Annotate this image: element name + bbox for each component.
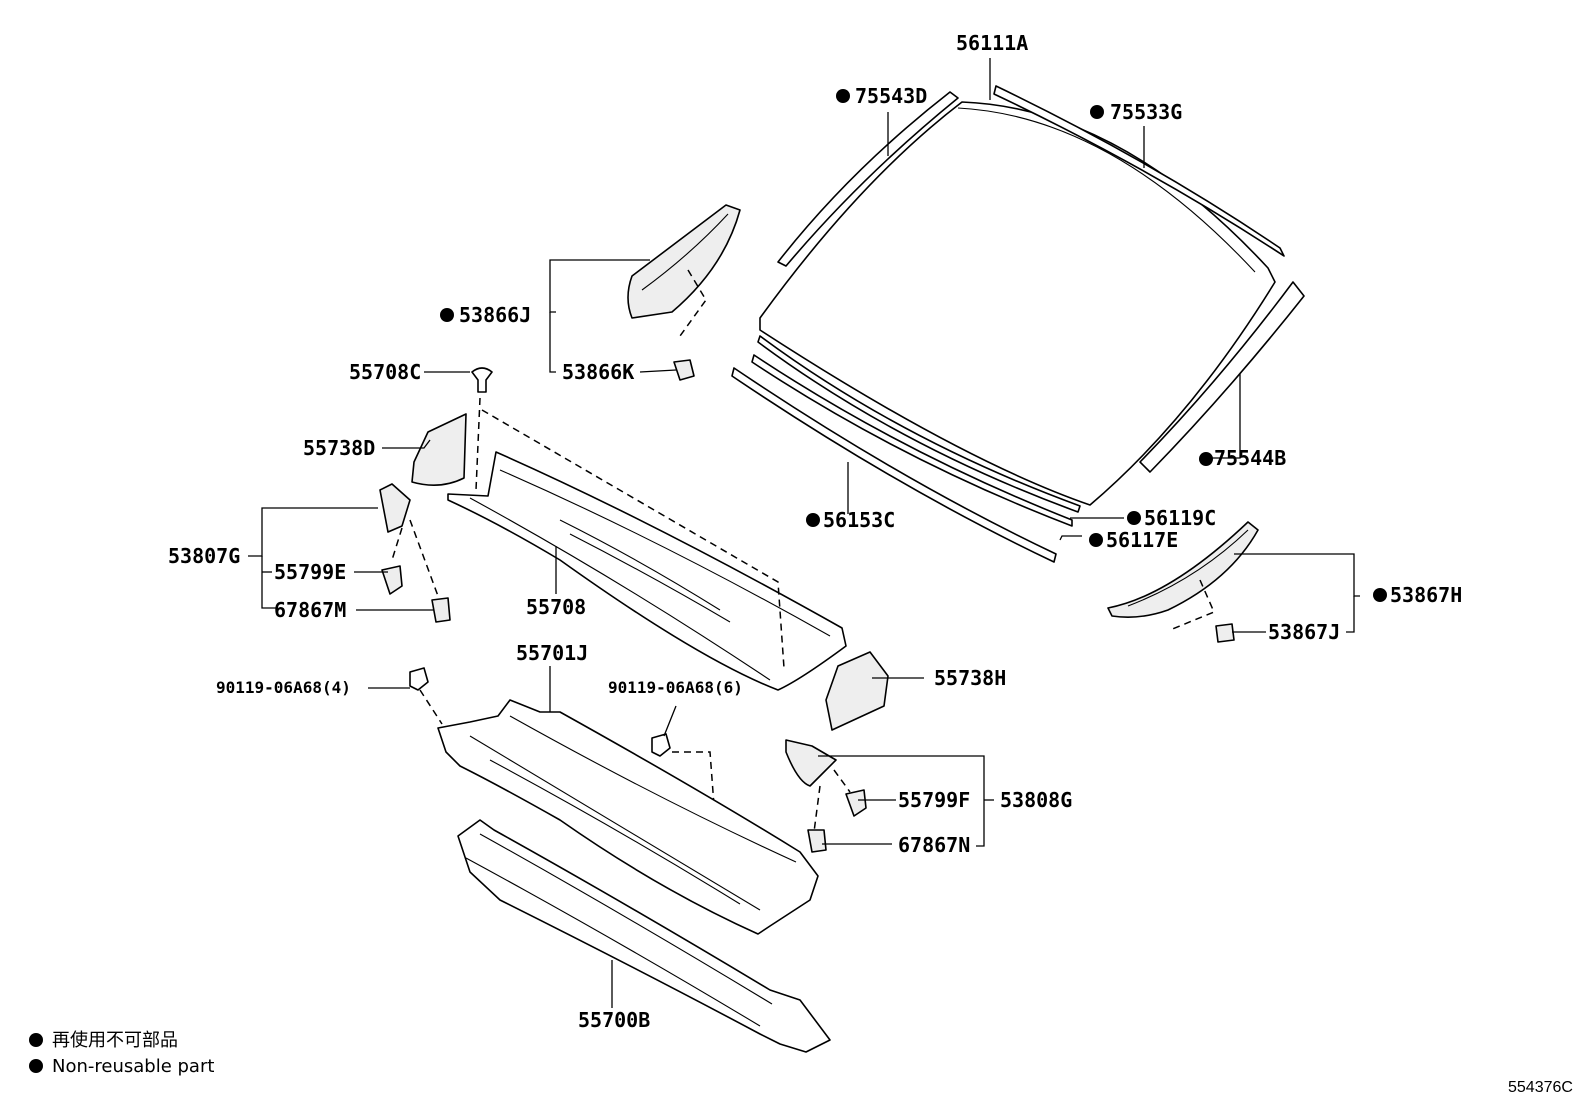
clip-55799E — [381, 565, 403, 595]
pillar-cover-53866J — [627, 204, 741, 337]
seal-56119C — [751, 354, 1073, 527]
cowl-top-55708 — [447, 451, 847, 691]
label-67867M: 67867M — [274, 598, 346, 622]
label-53867H: 53867H — [1390, 583, 1462, 607]
cowl-brace-55700B — [457, 819, 831, 1053]
clip-67867M — [431, 597, 451, 623]
seal-56117E — [757, 335, 1081, 513]
molding-75544B — [1139, 281, 1305, 473]
label-55708: 55708 — [526, 595, 586, 619]
bracket-53807G — [379, 483, 439, 597]
label-56111A: 56111A — [956, 31, 1028, 55]
label-55738H: 55738H — [934, 666, 1006, 690]
legend-japanese: 再使用不可部品 — [52, 1030, 178, 1051]
label-90119-06A68-6: 90119-06A68(6) — [608, 678, 743, 697]
seal-55738D — [411, 413, 467, 486]
label-53808G: 53808G — [1000, 788, 1072, 812]
clip-53867J — [1215, 623, 1235, 643]
non-reusable-markers — [29, 89, 1387, 1073]
seal-55738H — [825, 651, 889, 731]
clip-67867N — [807, 829, 827, 853]
legend: 再使用不可部品 Non-reusable part — [52, 1030, 214, 1077]
legend-english: Non-reusable part — [52, 1056, 214, 1077]
clip-53866K — [673, 359, 695, 381]
bracket-53808G — [785, 739, 851, 833]
label-53807G: 53807G — [168, 544, 240, 568]
label-53866J: 53866J — [459, 303, 531, 327]
dam-56153C — [731, 367, 1057, 563]
label-75533G: 75533G — [1110, 100, 1182, 124]
label-53866K: 53866K — [562, 360, 634, 384]
diagram-code: 554376C — [1508, 1079, 1573, 1096]
clip-55708C — [471, 367, 785, 669]
label-55799E: 55799E — [274, 560, 346, 584]
label-55738D: 55738D — [303, 436, 375, 460]
bolt-90119-4 — [409, 667, 443, 725]
label-55799F: 55799F — [898, 788, 970, 812]
label-53867J: 53867J — [1268, 620, 1340, 644]
label-56117E: 56117E — [1106, 528, 1178, 552]
label-56119C: 56119C — [1144, 506, 1216, 530]
pillar-cover-53867H — [1107, 521, 1259, 631]
part-labels: 56111A 75543D 75533G 53866J 53866K 55708… — [168, 31, 1462, 1032]
bolt-90119-6 — [651, 733, 717, 833]
label-67867N: 67867N — [898, 833, 970, 857]
molding-75533G — [993, 85, 1285, 257]
label-55701J: 55701J — [516, 641, 588, 665]
cowl-panel-55701J — [437, 699, 819, 935]
label-75543D: 75543D — [855, 84, 927, 108]
molding-75543D — [777, 91, 959, 267]
label-75544B: 75544B — [1214, 446, 1286, 470]
label-56153C: 56153C — [823, 508, 895, 532]
leader-lines — [248, 58, 1360, 1008]
label-55708C: 55708C — [349, 360, 421, 384]
clip-55799F — [845, 789, 867, 817]
label-90119-06A68-4: 90119-06A68(4) — [216, 678, 351, 697]
label-55700B: 55700B — [578, 1008, 650, 1032]
